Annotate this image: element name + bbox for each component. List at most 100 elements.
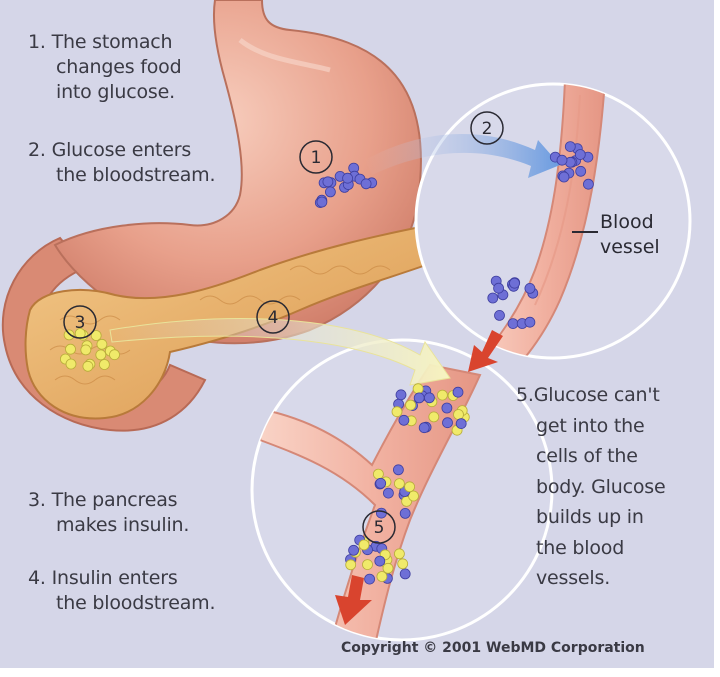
glucose-arrow bbox=[365, 133, 560, 178]
blood-vessel-label-line: Blood bbox=[600, 211, 654, 233]
glucose-particle bbox=[324, 186, 336, 198]
glucose-particle bbox=[382, 487, 394, 499]
insulin-particle bbox=[376, 571, 388, 582]
glucose-particle bbox=[558, 171, 570, 183]
insulin-particle bbox=[412, 383, 424, 395]
glucose-particle bbox=[564, 141, 576, 153]
caption-step-1-line: 1. The stomach bbox=[28, 31, 173, 53]
glucose-particle bbox=[316, 196, 328, 208]
glucose-particle bbox=[395, 389, 407, 401]
insulin-particle bbox=[393, 548, 405, 560]
caption-step-3-line: 3. The pancreas bbox=[28, 489, 178, 511]
step-marker-1-label: 1 bbox=[311, 148, 322, 168]
caption-step-1-line: changes food bbox=[56, 56, 182, 78]
glucose-particle bbox=[423, 392, 435, 404]
glucose-particle bbox=[375, 507, 387, 519]
glucose-particle bbox=[360, 178, 372, 190]
insulin-particle bbox=[82, 360, 94, 372]
glucose-particle bbox=[583, 178, 594, 190]
step-marker-5-label: 5 bbox=[374, 518, 385, 538]
insulin-particle bbox=[65, 343, 76, 355]
step-marker-4-label: 4 bbox=[268, 308, 279, 328]
glucose-particle bbox=[574, 149, 586, 160]
insulin-particle bbox=[404, 481, 416, 493]
glucose-particle bbox=[441, 402, 453, 414]
glucose-particle bbox=[418, 422, 430, 434]
insulin-particle bbox=[80, 344, 92, 356]
glucose-particle bbox=[575, 165, 587, 177]
caption-step-5-line: body. Glucose bbox=[536, 475, 666, 498]
insulin-particle bbox=[90, 330, 102, 341]
caption-step-4-line: 4. Insulin enters bbox=[28, 567, 178, 589]
insulin-particle bbox=[382, 562, 394, 574]
blood-vessel-label: Blood vessel bbox=[600, 210, 660, 260]
caption-step-5-line: cells of the bbox=[536, 445, 638, 467]
caption-step-2: 2. Glucose enters the bloodstream. bbox=[28, 138, 215, 188]
insulin-particle bbox=[63, 329, 75, 341]
caption-step-2-line: 2. Glucose enters bbox=[28, 139, 192, 161]
copyright-notice: Copyright © 2001 WebMD Corporation bbox=[341, 640, 645, 656]
glucose-particle bbox=[556, 154, 568, 166]
insulin-particle bbox=[391, 406, 403, 418]
insulin-particle bbox=[393, 478, 405, 490]
caption-step-4: 4. Insulin enters the bloodstream. bbox=[28, 566, 215, 616]
insulin-particle bbox=[65, 358, 77, 370]
glucose-particle bbox=[398, 414, 410, 426]
insulin-particle bbox=[362, 559, 373, 570]
caption-step-1: 1. The stomach changes food into glucose… bbox=[28, 30, 182, 105]
blood-vessel-label-line: vessel bbox=[600, 236, 660, 258]
blood-vessel-bottom bbox=[258, 363, 482, 640]
glucose-insulin-particles bbox=[60, 141, 594, 585]
glucose-particle bbox=[524, 316, 536, 328]
insulin-particle bbox=[453, 409, 464, 420]
caption-step-5-line: get into the bbox=[536, 414, 645, 437]
glucose-particle bbox=[452, 386, 464, 398]
glucose-particle bbox=[509, 277, 520, 289]
glucose-particle bbox=[399, 508, 411, 519]
step-marker-4: 4 bbox=[256, 300, 290, 334]
step-marker-1: 1 bbox=[299, 140, 333, 174]
glucose-particle bbox=[524, 282, 536, 294]
step-marker-2: 2 bbox=[470, 111, 504, 145]
glucose-particle bbox=[455, 418, 467, 430]
glucose-particle bbox=[392, 464, 404, 476]
step-marker-3-label: 3 bbox=[75, 313, 86, 333]
flow-arrow-bottom bbox=[335, 575, 372, 625]
caption-step-3: 3. The pancreas makes insulin. bbox=[28, 488, 189, 538]
flow-arrow-top bbox=[468, 330, 503, 372]
glucose-particle bbox=[413, 392, 425, 404]
caption-step-5-line: 5.Glucose can't bbox=[516, 384, 660, 406]
caption-step-5-line: builds up in bbox=[536, 506, 644, 528]
insulin-particle bbox=[405, 399, 417, 411]
glucose-particle bbox=[493, 282, 505, 294]
insulin-particle bbox=[96, 338, 108, 350]
glucose-particle bbox=[342, 172, 354, 184]
step-marker-3: 3 bbox=[63, 305, 97, 339]
caption-step-5-line: vessels. bbox=[536, 567, 611, 589]
insulin-arrow bbox=[109, 318, 451, 386]
caption-step-2-line: the bloodstream. bbox=[56, 164, 216, 186]
glucose-particle bbox=[487, 292, 499, 304]
insulin-particle bbox=[358, 539, 370, 551]
glucose-particle bbox=[507, 318, 519, 330]
glucose-particle bbox=[374, 555, 386, 567]
insulin-particle bbox=[95, 349, 107, 361]
glucose-particle bbox=[442, 417, 453, 429]
caption-step-1-line: into glucose. bbox=[56, 81, 175, 103]
caption-step-5: 5.Glucose can't get into the cells of th… bbox=[516, 380, 666, 594]
glucose-particle bbox=[348, 544, 360, 556]
step-marker-2-label: 2 bbox=[482, 119, 493, 139]
insulin-particle bbox=[99, 359, 110, 370]
insulin-particle bbox=[345, 559, 357, 571]
glucose-particle bbox=[399, 568, 411, 580]
step-marker-5: 5 bbox=[362, 510, 396, 544]
insulin-particle bbox=[397, 558, 409, 570]
glucose-particle bbox=[364, 573, 376, 585]
glucose-particle bbox=[494, 309, 505, 321]
caption-step-3-line: makes insulin. bbox=[56, 514, 190, 536]
insulin-particle bbox=[109, 349, 120, 361]
insulin-particle bbox=[372, 468, 384, 480]
caption-step-5-line: the blood bbox=[536, 536, 625, 559]
